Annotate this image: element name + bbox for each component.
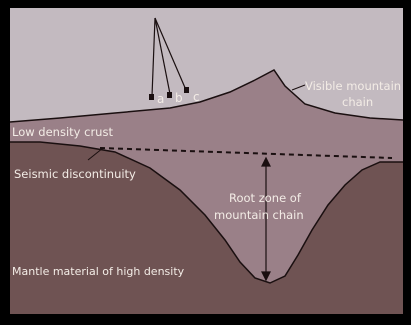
- label-c: c: [193, 90, 200, 104]
- plumb-bob-a: [149, 94, 154, 100]
- visible-mountain-label-1: Visible mountain: [305, 79, 401, 93]
- root-zone-label-1: Root zone of: [229, 191, 302, 205]
- plumb-bob-b: [167, 92, 172, 98]
- root-zone-label-2: mountain chain: [214, 208, 304, 222]
- label-b: b: [175, 91, 183, 105]
- seismic-discontinuity-label: Seismic discontinuity: [14, 167, 136, 181]
- plumb-bob-c: [184, 87, 189, 93]
- label-a: a: [157, 92, 164, 106]
- low-density-crust-label: Low density crust: [12, 125, 113, 139]
- mantle-label: Mantle material of high density: [12, 265, 185, 278]
- visible-mountain-label-2: chain: [342, 95, 373, 109]
